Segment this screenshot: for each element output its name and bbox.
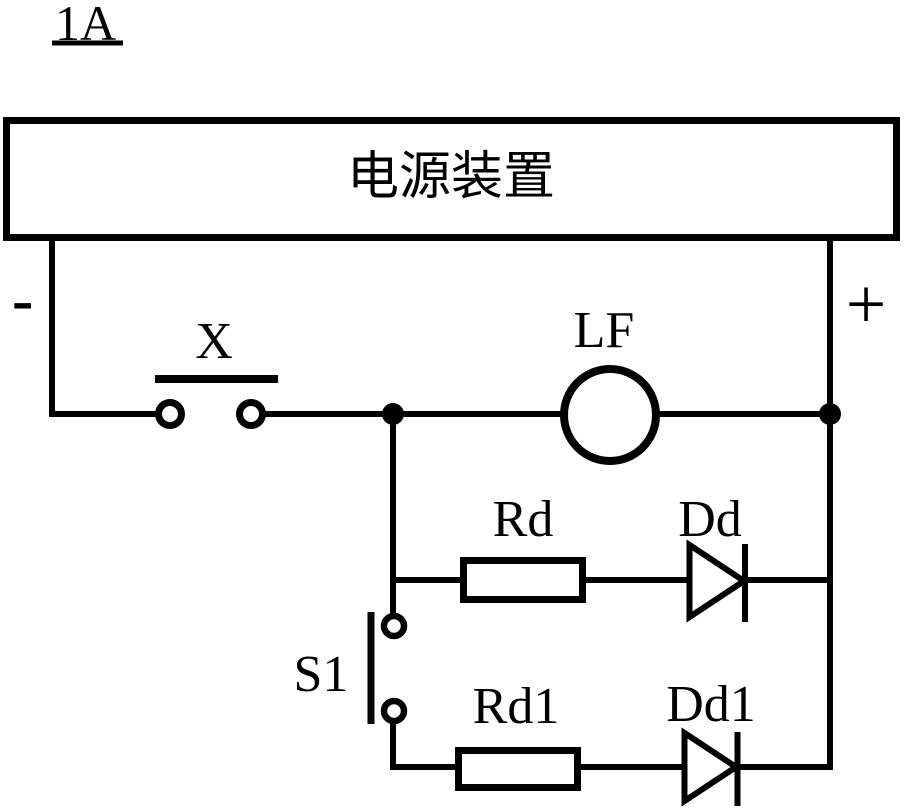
diode-dd1-triangle-icon — [681, 727, 742, 807]
resistor-rd1-label: Rd1 — [473, 678, 560, 735]
junction-dot-left — [382, 403, 404, 425]
switch-x-contact-right-icon — [236, 399, 266, 429]
switch-x-contact-left-icon — [155, 399, 185, 429]
switch-x-label: X — [195, 313, 233, 370]
diode-dd1-label: Dd1 — [666, 676, 756, 733]
power-supply-block: 电源装置 — [3, 117, 900, 241]
switch-x: X — [155, 313, 278, 429]
switch-s1-contact-top-icon — [380, 612, 408, 640]
switch-s1: S1 — [294, 612, 408, 725]
power-supply-label: 电源装置 — [347, 149, 555, 206]
switch-s1-label: S1 — [294, 646, 349, 703]
junction-dot-right — [819, 403, 841, 425]
wire-s1-to-branch2 — [390, 721, 461, 770]
coil-lf: LF — [560, 302, 660, 465]
negative-terminal-sign: - — [12, 264, 33, 335]
diode-dd-label: Dd — [678, 491, 742, 548]
coil-lf-label: LF — [574, 302, 635, 359]
wire-negative-rail — [49, 235, 159, 417]
diode-dd: Dd — [678, 491, 750, 623]
resistor-rd-body-icon — [460, 557, 586, 603]
resistor-rd-label: Rd — [493, 491, 554, 548]
resistor-rd: Rd — [460, 491, 586, 603]
diode-dd-triangle-icon — [686, 539, 750, 623]
wires — [49, 235, 833, 770]
power-supply-box — [3, 117, 900, 241]
resistor-rd1: Rd1 — [455, 678, 581, 791]
switch-s1-contact-bottom-icon — [380, 697, 408, 725]
positive-terminal-sign: + — [846, 264, 887, 344]
diode-dd1: Dd1 — [666, 676, 756, 807]
resistor-rd1-body-icon — [455, 747, 581, 791]
coil-lf-circle-icon — [560, 365, 660, 465]
